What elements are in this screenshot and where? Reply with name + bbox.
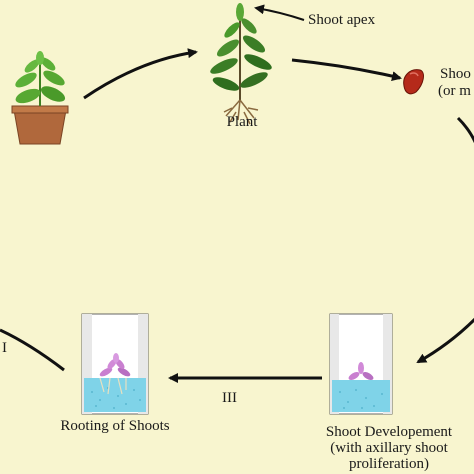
label-step-iii: III [222, 390, 237, 406]
rooting-test-tube [81, 313, 149, 415]
proliferating-shoot-icon [348, 362, 374, 380]
potted-plant-icon [11, 51, 69, 145]
arrow-right-to-shoot-dev [416, 317, 474, 364]
label-shoot-dev-line1: Shoot Developement [325, 424, 453, 440]
label-shoot-tip-line1: Shoo [440, 66, 471, 82]
label-shoot-dev-line3: proliferation) [349, 456, 429, 472]
label-shoot-dev-line2: (with axillary shoot [330, 440, 448, 456]
label-rooting: Rooting of Shoots [60, 418, 170, 434]
label-plant: Plant [226, 114, 258, 130]
arrow-pot-to-plant [83, 48, 198, 100]
label-step-partial: I [2, 340, 7, 356]
arrow-explant-to-right [456, 116, 474, 144]
arrow-rooting-to-left [0, 328, 65, 372]
shoot-development-test-tube [329, 313, 393, 415]
shoot-tip-explant-icon [403, 69, 424, 95]
arrow-label-to-apex [254, 4, 305, 21]
label-shoot-tip-line2: (or m [438, 83, 471, 99]
rooted-shoot-icon [99, 353, 131, 377]
arrow-plant-to-explant [291, 58, 402, 81]
label-shoot-apex: Shoot apex [308, 12, 376, 28]
plant-icon [210, 3, 272, 125]
